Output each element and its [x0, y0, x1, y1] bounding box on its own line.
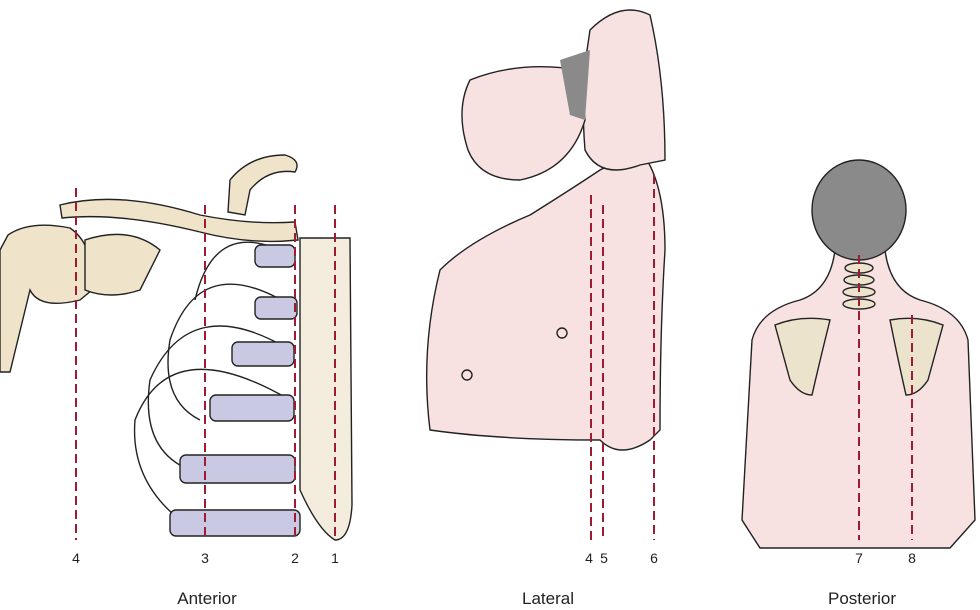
humerus-head — [0, 224, 94, 373]
posterior-view: 7 8 Posterior — [741, 159, 976, 608]
line-label: 7 — [855, 550, 863, 566]
clavicle — [59, 198, 299, 243]
right-scapula — [889, 317, 944, 396]
view-title-posterior: Posterior — [828, 589, 896, 608]
nipple — [461, 369, 473, 381]
lateral-view: 4 5 6 Lateral — [425, 9, 666, 608]
face — [461, 65, 586, 181]
nipple — [556, 327, 568, 339]
anterior-view: 4 3 2 1 Anterior — [0, 154, 353, 608]
line-label: 3 — [201, 550, 209, 566]
line-label: 2 — [291, 550, 299, 566]
line-label: 4 — [72, 550, 80, 566]
line-label: 5 — [600, 550, 608, 566]
left-scapula — [774, 317, 831, 396]
view-title-lateral: Lateral — [522, 589, 574, 608]
line-label: 4 — [585, 550, 593, 566]
line-label: 1 — [331, 550, 339, 566]
head-hair — [811, 159, 907, 261]
sternum — [299, 237, 353, 541]
hair — [560, 50, 590, 120]
line-label: 6 — [650, 550, 658, 566]
ribs — [133, 241, 291, 521]
coracoid — [227, 154, 298, 216]
line-label: 8 — [908, 550, 916, 566]
view-title-anterior: Anterior — [177, 589, 237, 608]
costal-cartilages — [169, 244, 301, 537]
arm-skin — [582, 9, 666, 171]
torso-skin — [425, 149, 666, 451]
scapula — [84, 233, 161, 296]
